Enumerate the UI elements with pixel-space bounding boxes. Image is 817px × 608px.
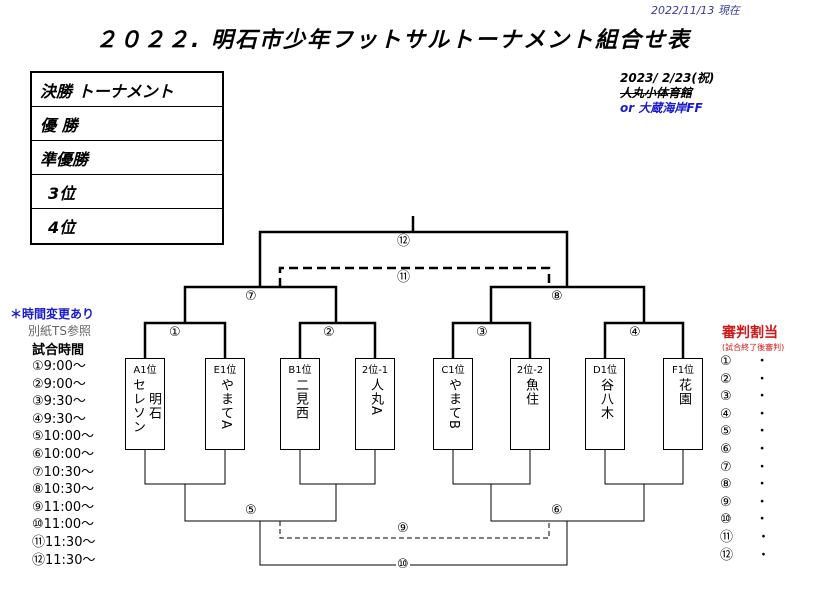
bracket-line-m7 xyxy=(183,285,338,323)
match-label-6: ⑥ xyxy=(550,503,564,518)
time-ref-note: 別紙TS参照 xyxy=(28,324,91,338)
bracket-line-m6b xyxy=(604,450,684,485)
team-seed: B1位 xyxy=(288,365,312,376)
results-box: 決勝 トーナメント 優 勝 準優勝 3位 4位 xyxy=(30,71,224,245)
team-name: やまてA xyxy=(218,378,233,430)
team-box: B1位 二見西 xyxy=(280,358,320,450)
results-champion: 優 勝 xyxy=(32,107,222,141)
team-box: E1位 やまてA xyxy=(205,358,245,450)
match-time: ⑩11:00～ xyxy=(32,517,95,533)
match-time: ⑧10:30～ xyxy=(32,482,95,498)
match-time: ④9:30～ xyxy=(32,411,86,427)
page-title: ２０２２. 明石市少年フットサルトーナメント組合せ表 xyxy=(95,28,692,53)
referee-row: ④・ xyxy=(720,406,769,422)
match-label-2: ② xyxy=(322,325,336,340)
match-time: ⑦10:30～ xyxy=(32,464,95,480)
match-label-1: ① xyxy=(168,325,182,340)
team-box: F1位 花園 xyxy=(663,358,703,450)
team-seed: E1位 xyxy=(213,365,237,376)
referee-row: ⑦・ xyxy=(720,459,769,475)
venue-info: 2023/ 2/23(祝) 人丸小体育館 or 大蔵海岸FF xyxy=(620,71,780,116)
referee-row: ⑤・ xyxy=(720,424,769,440)
bracket-line-m5b xyxy=(299,450,376,485)
team-box: 2位-1 人丸A xyxy=(355,358,395,450)
match-times-panel: ＊時間変更あり 別紙TS参照 試合時間 ①9:00～ ②9:00～ ③9:30～… xyxy=(10,305,95,569)
referee-panel: 審判割当 (試合終了後審判) ①・ ②・ ③・ ④・ ⑤・ ⑥・ ⑦・ ⑧・ ⑨… xyxy=(720,322,784,564)
match-time: ⑪11:30～ xyxy=(32,534,96,550)
match-time: ⑥10:00～ xyxy=(32,446,95,462)
referee-row: ⑫・ xyxy=(720,547,771,563)
referee-sub: (試合終了後審判) xyxy=(722,343,785,352)
team-seed: F1位 xyxy=(671,365,695,376)
bracket-line-m1 xyxy=(143,321,227,358)
team-seed: C1位 xyxy=(441,365,465,376)
results-third: 3位 xyxy=(32,175,222,209)
match-time: ①9:00～ xyxy=(32,359,86,374)
bracket-line-m10 xyxy=(259,521,568,566)
team-name: 花園 xyxy=(676,378,691,406)
venue-old: 人丸小体育館 xyxy=(620,86,693,100)
referee-row: ⑩・ xyxy=(720,512,769,528)
team-box: C1位 やまてB xyxy=(433,358,473,450)
bracket-line-m3 xyxy=(451,321,532,358)
team-name: 魚住 xyxy=(523,378,538,406)
match-label-8: ⑧ xyxy=(550,289,564,304)
bracket-line-m8 xyxy=(489,285,646,323)
referee-row: ⑪・ xyxy=(720,529,771,545)
match-time: ⑨11:00～ xyxy=(32,499,95,515)
team-box: D1位 谷八木 xyxy=(585,358,625,450)
referee-row: ⑨・ xyxy=(720,494,769,510)
team-name: やまてB xyxy=(446,378,461,430)
team-name: 二見西 xyxy=(293,378,308,420)
bracket-line-m5 xyxy=(144,450,226,485)
match-label-3: ③ xyxy=(475,325,489,340)
team-seed: 2位-2 xyxy=(516,365,544,376)
bracket-line-m11 xyxy=(278,266,551,287)
team-seed: A1位 xyxy=(133,365,157,376)
match-time: ②9:00～ xyxy=(32,376,86,392)
team-name: 谷八木 xyxy=(598,378,613,420)
match-label-9: ⑨ xyxy=(396,521,410,536)
event-date: 2023/ 2/23(祝) xyxy=(620,71,715,85)
team-box: 2位-2 魚住 xyxy=(510,358,550,450)
match-time: ③9:30～ xyxy=(32,394,86,410)
team-name: セレソン xyxy=(130,378,145,434)
team-box: A1位 明石セレソン xyxy=(125,358,165,450)
match-time: ⑫11:30～ xyxy=(32,552,96,568)
referee-row: ⑥・ xyxy=(720,441,769,457)
venue-new: or 大蔵海岸FF xyxy=(620,101,703,115)
update-date: 2022/11/13 現在 xyxy=(651,4,740,17)
match-times-heading: 試合時間 xyxy=(32,343,85,358)
bracket-line-m5c xyxy=(184,484,337,522)
match-label-11: ⑪ xyxy=(396,270,412,285)
referee-row: ①・ xyxy=(720,354,769,369)
results-fourth: 4位 xyxy=(48,218,76,237)
bracket-line-m12 xyxy=(258,230,569,287)
referee-row: ②・ xyxy=(720,371,769,387)
bracket-line-m6c xyxy=(490,484,645,522)
match-label-4: ④ xyxy=(628,325,642,340)
match-label-10: ⑩ xyxy=(396,557,410,572)
team-name: 明石 xyxy=(146,392,161,420)
bracket-line-m4 xyxy=(603,321,685,358)
team-name: 人丸A xyxy=(368,378,383,416)
time-change-note: ＊時間変更あり xyxy=(10,307,95,321)
team-seed: 2位-1 xyxy=(361,365,389,376)
bracket-line-m9 xyxy=(279,521,550,539)
bracket-line-m6 xyxy=(452,450,531,485)
bracket-line-m2 xyxy=(298,321,377,358)
match-label-5: ⑤ xyxy=(244,503,258,518)
referee-row: ⑧・ xyxy=(720,477,769,493)
results-heading: 決勝 トーナメント xyxy=(32,73,222,107)
match-label-12: ⑫ xyxy=(396,234,412,249)
team-seed: D1位 xyxy=(592,365,618,376)
results-runner-up: 準優勝 xyxy=(32,141,222,175)
referee-row: ③・ xyxy=(720,389,769,405)
match-time: ⑤10:00～ xyxy=(32,429,95,445)
match-label-7: ⑦ xyxy=(244,289,258,304)
referee-heading: 審判割当 xyxy=(722,325,778,341)
